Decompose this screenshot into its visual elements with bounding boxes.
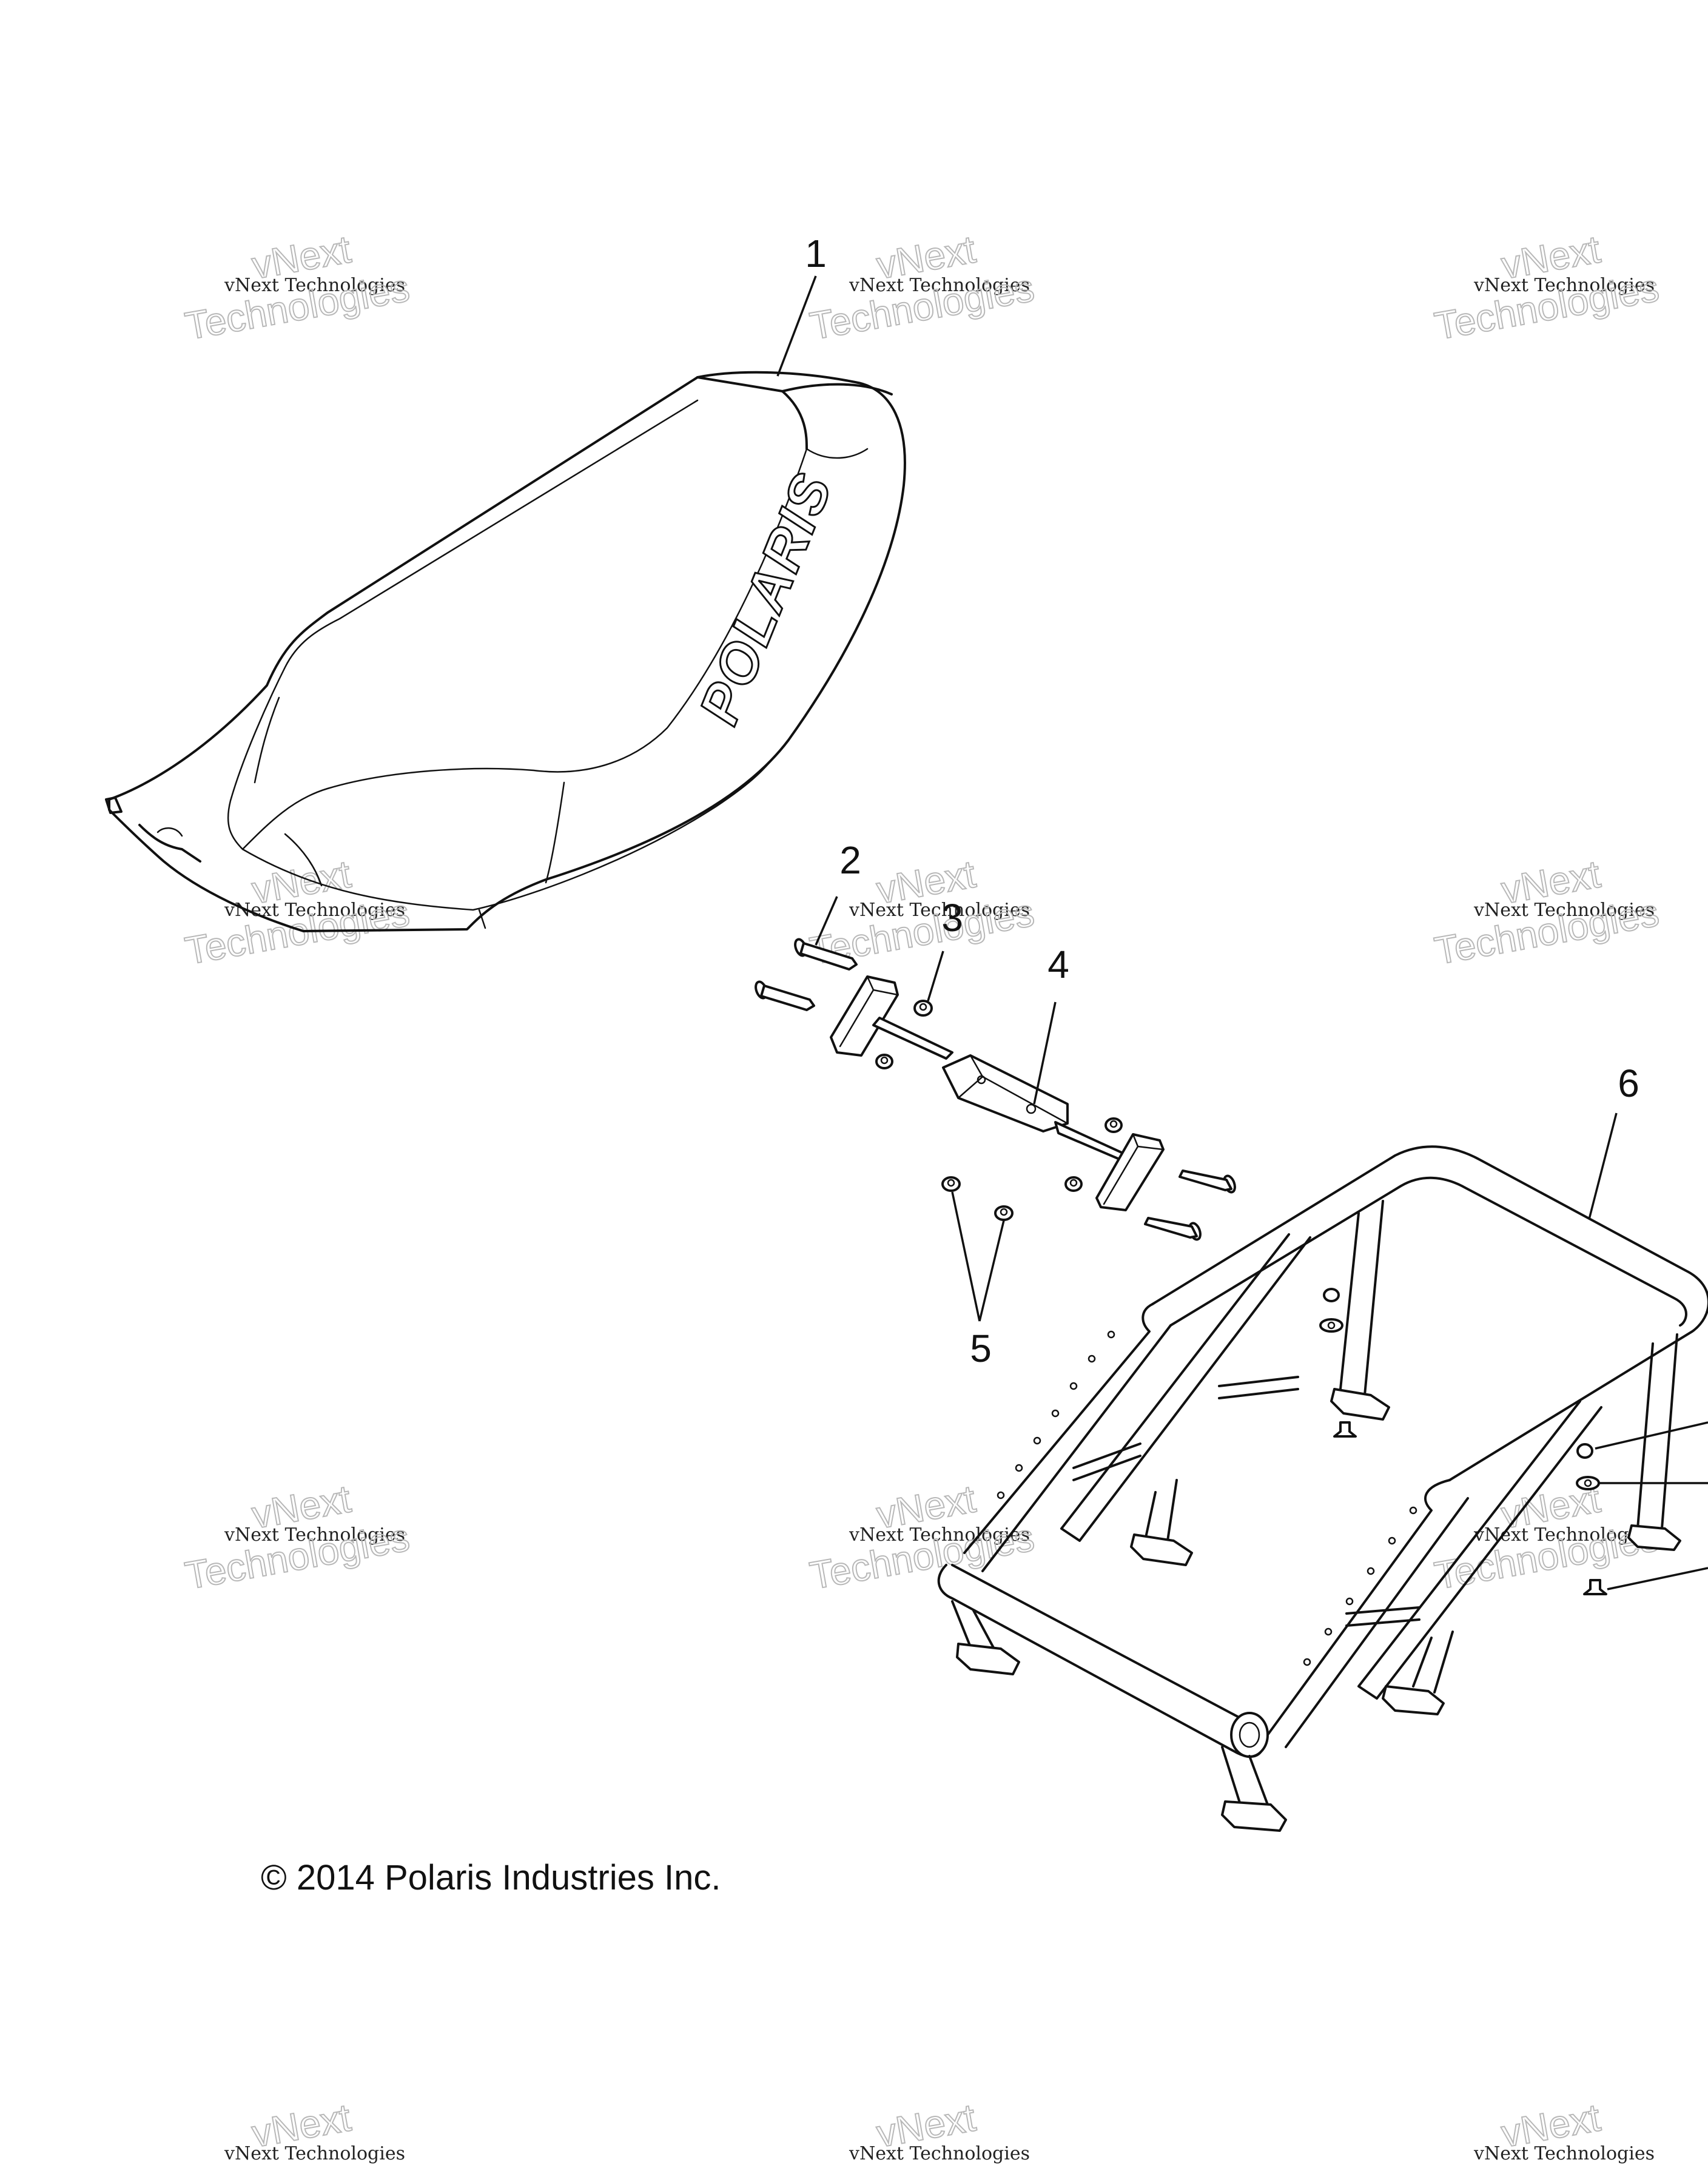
callout-2: 2 — [839, 838, 861, 882]
rack-foot — [1221, 1800, 1287, 1832]
watermark: vNext vNext Technologies Technologies — [1431, 226, 1663, 348]
seat-front-seam — [254, 696, 280, 784]
leader-line-3 — [927, 951, 944, 1001]
nut-part-3 — [913, 1000, 933, 1017]
watermark: vNext vNext Technologies — [849, 2095, 1030, 2164]
seat-rear-cap — [781, 383, 893, 395]
rack-top-rail-inner — [1169, 1176, 1687, 1327]
rack-left-strut — [1072, 1442, 1141, 1469]
leader-line-5 — [951, 1191, 1005, 1322]
watermark-line2: vNext Technologies — [224, 275, 405, 296]
seat-underside — [138, 824, 201, 863]
seat-bracket-hardware — [755, 938, 1236, 1241]
watermark-line2: vNext Technologies — [849, 1524, 1030, 1546]
seat-outline — [108, 371, 906, 932]
leader-line-6 — [1588, 1112, 1618, 1220]
callout-1: 1 — [805, 232, 827, 275]
watermark-line2: vNext Technologies — [849, 900, 1030, 921]
seat-nose-front — [105, 796, 123, 814]
seat-bracket-part-4 — [830, 975, 1165, 1211]
callout-3: 3 — [941, 896, 963, 940]
pin-part-2-lower — [755, 980, 815, 1011]
rack-right-strut — [1345, 1606, 1421, 1627]
rack-right-brace — [1357, 1400, 1602, 1700]
seat-side-seam — [805, 448, 869, 459]
leader-line — [1607, 1567, 1708, 1590]
seat-underside — [156, 827, 183, 837]
callout-group: 1 2 3 4 5 6 — [776, 232, 1639, 1370]
seat-front-seam — [284, 833, 323, 887]
pin-right-lower — [1144, 1217, 1202, 1241]
rack-post-mid — [1145, 1479, 1178, 1542]
leader-line-4 — [1033, 1001, 1057, 1105]
bracket-nut — [875, 1054, 893, 1069]
watermark-line2: vNext Technologies — [1473, 900, 1655, 921]
seat-assembly: POLARIS — [105, 371, 906, 932]
rack-foot — [1330, 1388, 1390, 1421]
leader-line-1 — [776, 275, 817, 377]
rack-hardware — [1319, 1288, 1607, 1595]
rack-left-rail — [963, 1303, 1154, 1554]
watermark: vNext vNext Technologies Technologies — [181, 1476, 413, 1598]
rack-tube-end — [1239, 1721, 1260, 1748]
watermark-line2: vNext Technologies — [224, 1524, 405, 1546]
rack-frame-part-6 — [937, 1145, 1708, 1832]
watermark: vNext vNext Technologies Technologies — [806, 1476, 1038, 1598]
watermark-line2: vNext Technologies — [224, 900, 405, 921]
watermark: vNext vNext Technologies Technologies — [181, 851, 413, 973]
watermark: vNext vNext Technologies Technologies — [1431, 851, 1663, 973]
watermark: vNext vNext Technologies Technologies — [181, 226, 413, 348]
seat-side-seam — [545, 781, 565, 884]
rack-left-strut-2 — [1218, 1376, 1299, 1399]
rack-post-front-right — [1221, 1746, 1269, 1806]
rack-front-tube-top — [951, 1564, 1245, 1721]
rack-tube-end — [1230, 1712, 1269, 1758]
seat-side-seam — [241, 739, 790, 911]
rack-top-rail — [1151, 1145, 1708, 1481]
watermark-line2: vNext Technologies — [849, 275, 1030, 296]
callout-6: 6 — [1618, 1062, 1639, 1105]
pin-right-upper — [1178, 1169, 1236, 1194]
pin-part-2 — [794, 938, 858, 971]
rack-right-rail — [1266, 1479, 1451, 1736]
leader-line — [1595, 1421, 1708, 1450]
rack-left-rail-inner — [981, 1324, 1172, 1572]
rack-post-right-mid — [1412, 1630, 1454, 1694]
seat-top-panel — [227, 399, 808, 850]
watermark-line2: vNext Technologies — [849, 2143, 1030, 2164]
watermark: vNext vNext Technologies — [1473, 2095, 1655, 2164]
seat-top-ridge — [696, 376, 808, 450]
rack-foot — [956, 1643, 1020, 1675]
rack-left-strut — [1072, 1455, 1141, 1481]
callout-4: 4 — [1047, 943, 1069, 986]
bracket-nut — [1064, 1176, 1083, 1192]
rack-post-rear-left — [1339, 1200, 1384, 1396]
rack-foot — [1130, 1533, 1193, 1566]
rack-foot — [1627, 1524, 1681, 1551]
watermark: vNext vNext Technologies Technologies — [806, 226, 1038, 348]
callout-5: 5 — [970, 1327, 992, 1370]
watermark-line2: vNext Technologies — [1473, 275, 1655, 296]
watermark-line2: vNext Technologies — [224, 2143, 405, 2164]
rack-post-front-left — [951, 1600, 996, 1651]
copyright-notice: © 2014 Polaris Industries Inc. — [261, 1858, 721, 1897]
washer-part-5 — [941, 1176, 961, 1192]
seat-side-seam — [478, 909, 486, 929]
watermark-line2: vNext Technologies — [1473, 2143, 1655, 2164]
rack-foot — [1382, 1685, 1445, 1715]
rack-rivets — [997, 1330, 1417, 1666]
leader-line-2 — [815, 896, 838, 946]
bracket-nut — [1104, 1117, 1123, 1133]
watermark: vNext vNext Technologies — [224, 2095, 405, 2164]
rack-left-brace — [1060, 1233, 1311, 1542]
washer-part-5 — [994, 1205, 1014, 1221]
